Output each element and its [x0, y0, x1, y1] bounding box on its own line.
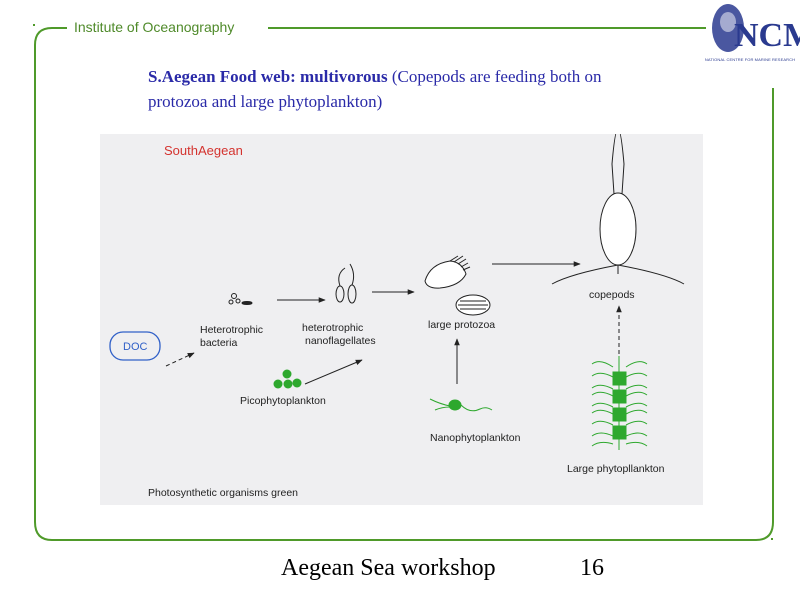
food-web-diagram: SouthAegean DOC Heterotrophic bacteria h… — [100, 134, 703, 505]
heterotrophic-bacteria-label-1: Heterotrophic — [200, 324, 263, 336]
bacteria-icon — [228, 293, 253, 305]
nanoflagellate-icon — [335, 263, 357, 304]
footer-title: Aegean Sea workshop — [281, 555, 496, 581]
picophytoplankton-label: Picophytoplankton — [240, 395, 326, 407]
food-web-arrows — [165, 261, 622, 385]
nanophytoplankton-label: Nanophytoplankton — [430, 432, 521, 444]
ncmr-logo: NCMR — [712, 4, 800, 54]
doc-node — [109, 331, 161, 361]
region-label: SouthAegean — [164, 143, 243, 158]
title-bold: S.Aegean Food web: multivorous — [148, 67, 388, 86]
logo-text: NCMR — [734, 17, 800, 54]
nanophytoplankton-icon — [429, 398, 493, 412]
slide-title: S.Aegean Food web: multivorous (Copepods… — [148, 64, 628, 114]
nanoflagellates-label-1: heterotrophic — [302, 322, 363, 334]
copepods-label: copepods — [589, 289, 635, 301]
title-rest: (Copepods are feeding both on protozoa a… — [148, 67, 602, 111]
nanoflagellates-label-2: nanoflagellates — [305, 335, 376, 347]
diagram-footnote: Photosynthetic organisms green — [148, 487, 298, 499]
logo-subtitle: NATIONAL CENTRE FOR MARINE RESEARCH — [704, 57, 796, 62]
doc-label: DOC — [123, 341, 148, 353]
picophytoplankton-icon — [273, 369, 302, 389]
food-web-svg: SouthAegean DOC Heterotrophic bacteria h… — [109, 134, 685, 499]
copepod-icon — [551, 134, 685, 285]
page-number: 16 — [580, 555, 604, 581]
large-protozoa-label: large protozoa — [428, 319, 495, 331]
arrow-pico-to-nanoflagellates — [304, 359, 363, 385]
large-phytoplankton-label: Large phytopllankton — [567, 463, 665, 475]
institute-label: Institute of Oceanography — [74, 19, 235, 35]
heterotrophic-bacteria-label-2: bacteria — [200, 337, 238, 349]
protozoa-icon — [424, 255, 491, 316]
arrow-doc-to-bacteria — [165, 352, 195, 367]
large-phytoplankton-icon — [591, 356, 648, 450]
